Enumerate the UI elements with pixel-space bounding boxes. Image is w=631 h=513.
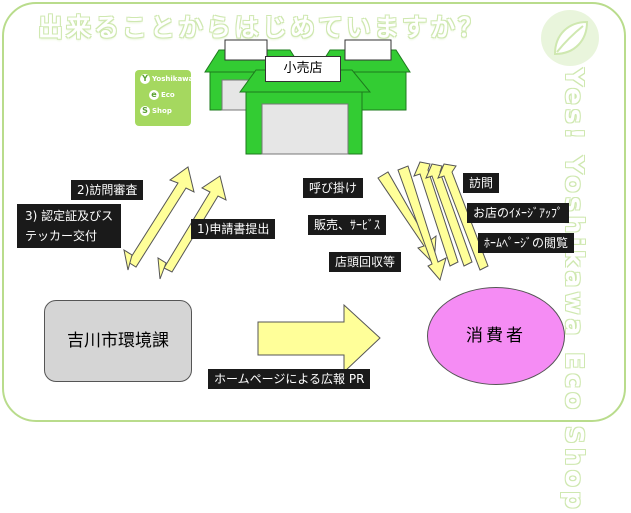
arrow-city-to-consumer	[257, 303, 381, 374]
arrow-consumer-to-store-1	[413, 161, 459, 267]
store-building-front	[239, 69, 372, 155]
label-homepage: ﾎｰﾑﾍﾟｰｼﾞの閲覧	[478, 233, 575, 253]
label-certificate: 3) 認定証及びス テッカー交付	[17, 204, 122, 248]
label-homepage-pr: ホームページによる広報 PR	[208, 369, 371, 389]
eco-shop-logo: Y Yoshikawa e Eco S Shop	[135, 70, 194, 126]
consumer-node: 消費者	[427, 287, 565, 385]
eco-logo-cap-s: S	[140, 106, 150, 116]
label-call: 呼び掛け	[303, 178, 364, 198]
arrow-store-to-consumer-1	[377, 171, 437, 266]
label-visit-review: 2)訪問審査	[71, 180, 144, 200]
city-environment-division: 吉川市環境課	[44, 300, 192, 382]
arrow-consumer-to-store-3	[437, 163, 489, 271]
label-application: 1)申請書提出	[191, 219, 276, 239]
label-collection: 店頭回収等	[329, 252, 402, 272]
arrow-store-to-city	[123, 166, 195, 271]
label-sales: 販売、ｻｰﾋﾞｽ	[308, 215, 387, 235]
store-node: 小売店	[265, 56, 341, 82]
arrow-store-to-consumer-2	[397, 165, 447, 282]
eco-logo-line3: Shop	[152, 107, 172, 115]
label-certificate-line1: 3) 認定証及びス	[25, 209, 114, 223]
eco-logo-cap-y: Y	[140, 74, 150, 84]
label-image-up: お店のｲﾒｰｼﾞｱｯﾌﾟ	[467, 203, 570, 223]
label-certificate-line2: テッカー交付	[25, 229, 98, 243]
eco-logo-line1: Yoshikawa	[152, 75, 194, 83]
label-visit: 訪問	[463, 173, 500, 193]
leaf-icon	[541, 10, 599, 66]
eco-logo-line2: Eco	[161, 91, 175, 99]
eco-logo-cap-e: e	[149, 90, 159, 100]
headline: 出来ることからはじめていますか？	[38, 13, 487, 42]
arrow-consumer-to-store-2	[425, 163, 473, 267]
